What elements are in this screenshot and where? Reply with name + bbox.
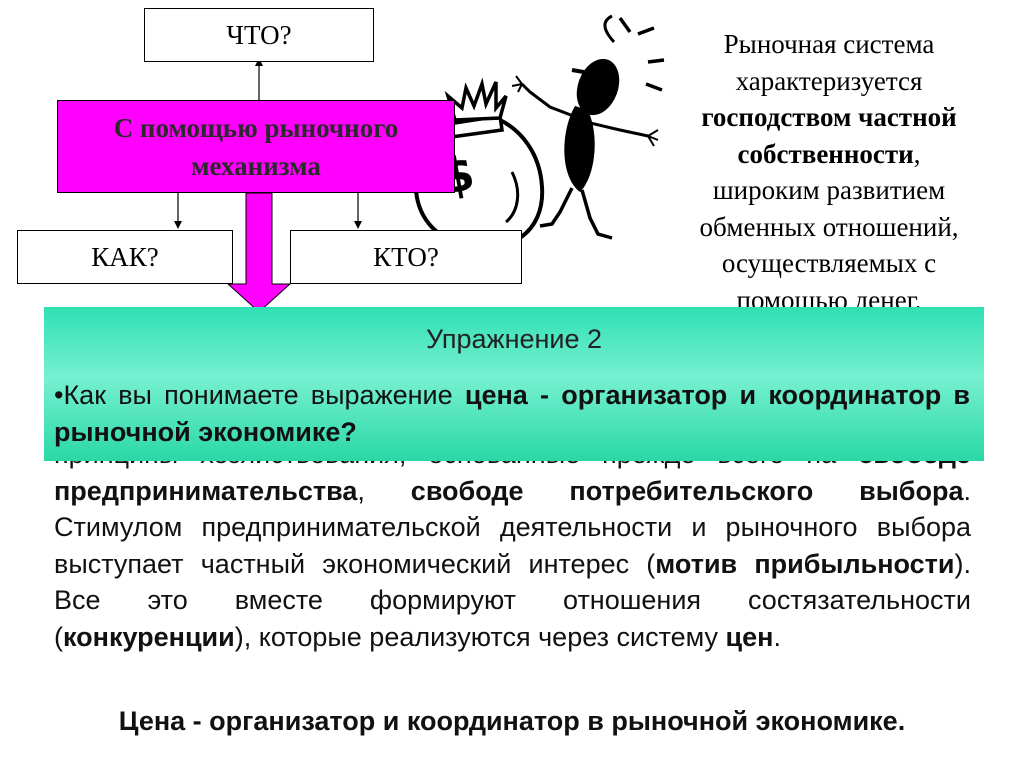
- body-text-run: .: [773, 621, 781, 652]
- body-bold-run: мотив прибыльности: [655, 548, 955, 579]
- who-box: КТО?: [290, 230, 522, 284]
- market-mechanism-box: С помощью рыночного механизма: [57, 100, 455, 193]
- who-label: КТО?: [373, 241, 439, 272]
- desc-line: характеризуется: [735, 65, 923, 96]
- body-bold-run: конкуренции: [63, 621, 235, 652]
- price-conclusion: Цена - организатор и координатор в рыноч…: [118, 706, 906, 736]
- money-bag-figure-illustration: $: [413, 14, 665, 250]
- body-text-run: ,: [357, 475, 411, 506]
- stick-figure-icon: [511, 14, 665, 240]
- what-label: ЧТО?: [226, 19, 292, 50]
- center-line-2: механизма: [191, 150, 321, 181]
- exercise-question: •Как вы понимаете выражение цена - орган…: [54, 377, 970, 451]
- body-bold-run: свободе потребительского выбора: [410, 475, 964, 506]
- what-box: ЧТО?: [144, 8, 374, 62]
- how-box: КАК?: [17, 230, 233, 284]
- desc-line: осуществляемых с: [721, 248, 937, 278]
- money-bag-icon: $: [413, 77, 545, 250]
- desc-comma: ,: [913, 138, 921, 169]
- market-system-description: Рыночная система характеризуется господс…: [656, 26, 1002, 308]
- how-label: КАК?: [91, 241, 159, 272]
- bullet: •: [54, 380, 64, 410]
- body-text-run: ). Все это вместе формируют отношения со…: [54, 548, 971, 652]
- center-line-1: С помощью рыночного: [113, 112, 399, 143]
- desc-line: широким развитием: [712, 175, 946, 205]
- question-text: Как вы понимаете выражение: [63, 380, 465, 410]
- desc-bold: собственности: [737, 138, 914, 169]
- body-text-run: ), которые реализуются через систему: [234, 621, 726, 652]
- big-down-arrow: [226, 192, 292, 313]
- exercise-title: Упражнение 2: [425, 324, 603, 354]
- desc-line: Рыночная система: [723, 29, 935, 59]
- desc-bold: господством частной: [701, 102, 957, 132]
- body-paragraph: принципы хозяйствования, основанные преж…: [54, 436, 971, 655]
- body-text-run: . Стимулом предпринимательской деятельно…: [54, 475, 971, 579]
- desc-line: обменных отношений,: [699, 211, 959, 242]
- desc-line: помощью денег.: [736, 284, 922, 309]
- exercise-panel: Упражнение 2 •Как вы понимаете выражение…: [44, 307, 984, 461]
- body-bold-run: цен: [725, 621, 774, 652]
- question-bold: цена - организатор и координатор в рыноч…: [54, 380, 970, 447]
